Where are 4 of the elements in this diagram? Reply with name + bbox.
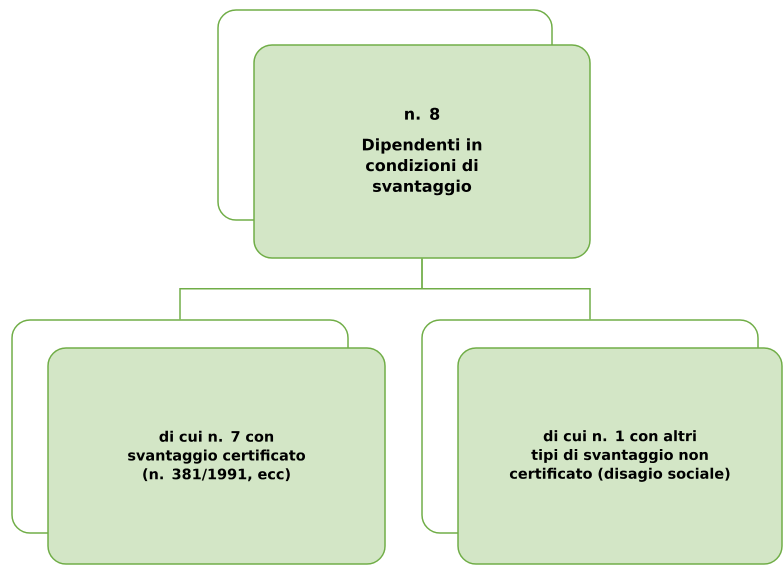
text-box: di cui n. 7 con svantaggio certificato (n. 381/1991, ecc) — [47, 347, 386, 565]
text-box: di cui n. 1 con altri tipi di svantaggio non certificato (disagio sociale) — [457, 347, 783, 565]
connector-line — [421, 258, 591, 320]
text-box: n. 8 Dipendenti in condizioni di svantaggio — [253, 44, 591, 259]
